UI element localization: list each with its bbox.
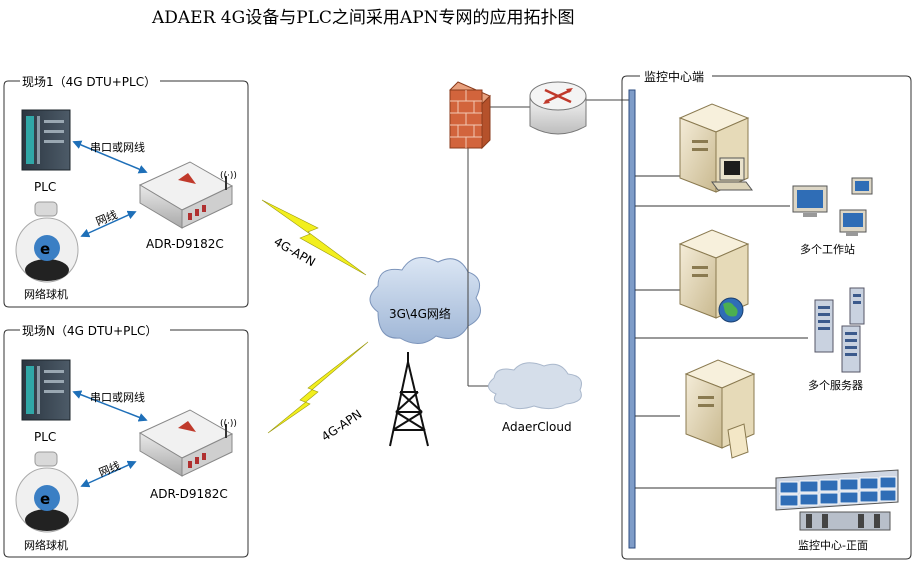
serial-link-label: 串口或网线 — [90, 390, 145, 404]
network-link-label: 网线 — [94, 207, 120, 228]
dome-camera-icon: e — [15, 451, 79, 533]
dtu-device-icon: ((·)) — [138, 409, 237, 477]
site-1-panel: 现场1（4G DTU+PLC） PLC 串口或网线 ((·)) ADR-D918… — [3, 75, 249, 308]
camera-label: 网络球机 — [24, 287, 68, 301]
monitor-center-label: 监控中心端 — [644, 69, 704, 84]
wireless-bolt-top: 4G-APN — [261, 199, 367, 276]
cell-tower-icon — [389, 352, 429, 447]
site-1-label: 现场1（4G DTU+PLC） — [22, 75, 156, 89]
svg-text:e: e — [40, 240, 50, 258]
wireless-bolt-bottom: 4G-APN — [267, 341, 369, 444]
svg-text:e: e — [40, 490, 50, 508]
monitor-center-panel: 监控中心端 — [621, 69, 912, 560]
site-n-panel: 现场N（4G DTU+PLC） PLC 串口或网线 ((·)) ADR-D918… — [3, 324, 249, 558]
network-link-arrow — [80, 210, 137, 238]
backbone-bus — [628, 89, 636, 549]
dtu-device-icon: ((·)) — [138, 161, 237, 229]
servers-label: 多个服务器 — [808, 378, 863, 392]
network-label: 3G\4G网络 — [389, 306, 451, 321]
svg-text:((·)): ((·)) — [220, 171, 237, 181]
video-wall-icon — [775, 469, 899, 531]
firewall-icon — [449, 81, 491, 150]
plc-label: PLC — [34, 180, 56, 194]
workstations-label: 多个工作站 — [800, 242, 855, 256]
adaer-cloud-icon — [488, 362, 582, 410]
center-front-label: 监控中心-正面 — [798, 538, 868, 552]
network-link-label: 网线 — [97, 458, 123, 479]
serial-link-arrow — [72, 140, 148, 174]
device-label: ADR-D9182C — [146, 237, 224, 251]
diagram-title: ADAER 4G设备与PLC之间采用APN专网的应用拓扑图 — [151, 8, 575, 28]
network-cloud-icon — [369, 257, 481, 344]
router-icon — [529, 81, 587, 135]
cloud-label: AdaerCloud — [502, 420, 572, 434]
server-icon — [678, 229, 750, 319]
globe-icon — [718, 297, 744, 323]
plc-icon — [21, 109, 71, 171]
serial-link-arrow — [72, 390, 148, 422]
workstation-icon — [792, 177, 873, 236]
camera-label: 网络球机 — [24, 538, 68, 552]
serial-link-label: 串口或网线 — [90, 140, 145, 154]
svg-text:((·)): ((·)) — [220, 419, 237, 429]
plc-label: PLC — [34, 430, 56, 444]
rack-server-icon — [814, 287, 865, 373]
device-label: ADR-D9182C — [150, 487, 228, 501]
network-link-arrow — [80, 460, 137, 488]
desktop-pc-icon — [711, 157, 753, 191]
wireless-label-2: 4G-APN — [319, 407, 364, 444]
plc-icon — [21, 359, 71, 421]
dome-camera-icon: e — [15, 201, 79, 283]
site-n-label: 现场N（4G DTU+PLC） — [22, 324, 157, 338]
document-icon — [727, 423, 749, 459]
